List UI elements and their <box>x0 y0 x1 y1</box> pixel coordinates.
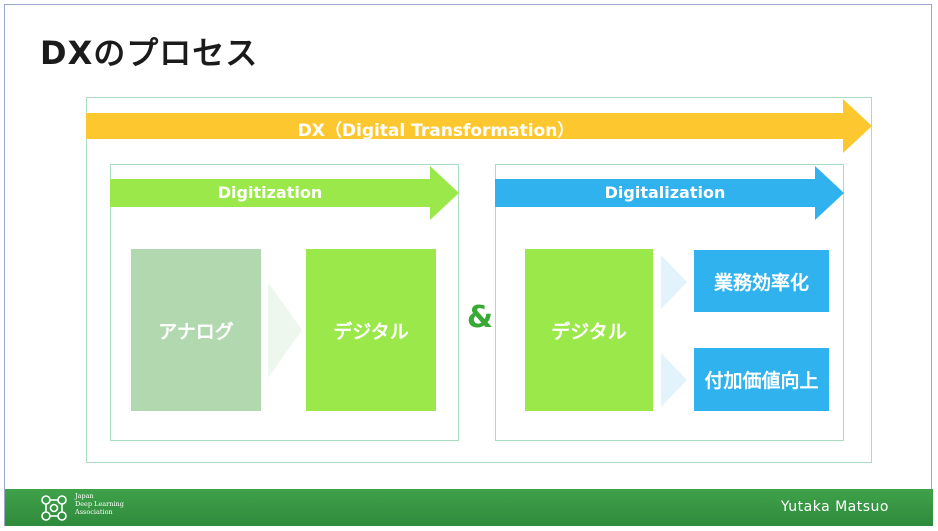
digitization-arrow-label: Digitization <box>217 183 323 202</box>
digitization-arrow <box>110 166 459 220</box>
presenter-name: Yutaka Matsuo <box>780 499 889 515</box>
efficiency-chevron <box>661 255 687 309</box>
slide-title: DXのプロセス <box>40 34 259 72</box>
value-add-chevron <box>661 353 687 407</box>
jdla-logo-text: Japan Deep Learning Association <box>75 492 124 516</box>
digital-block-right: デジタル <box>525 249 653 411</box>
ampersand-symbol: & <box>466 300 494 335</box>
analog-block: アナログ <box>131 249 261 411</box>
footer-bar: Japan Deep Learning Association Yutaka M… <box>5 489 933 526</box>
digitalization-arrow-label: Digitalization <box>604 183 726 202</box>
efficiency-block: 業務効率化 <box>694 250 829 312</box>
dx-arrow <box>86 99 872 153</box>
digitalization-arrow <box>495 166 844 220</box>
analog-to-digital-chevron <box>268 282 302 378</box>
value-add-block: 付加価値向上 <box>694 348 829 411</box>
digital-block-left: デジタル <box>306 249 436 411</box>
jdla-logo-icon <box>41 495 67 521</box>
dx-arrow-label: DX（Digital Transformation） <box>297 121 575 141</box>
